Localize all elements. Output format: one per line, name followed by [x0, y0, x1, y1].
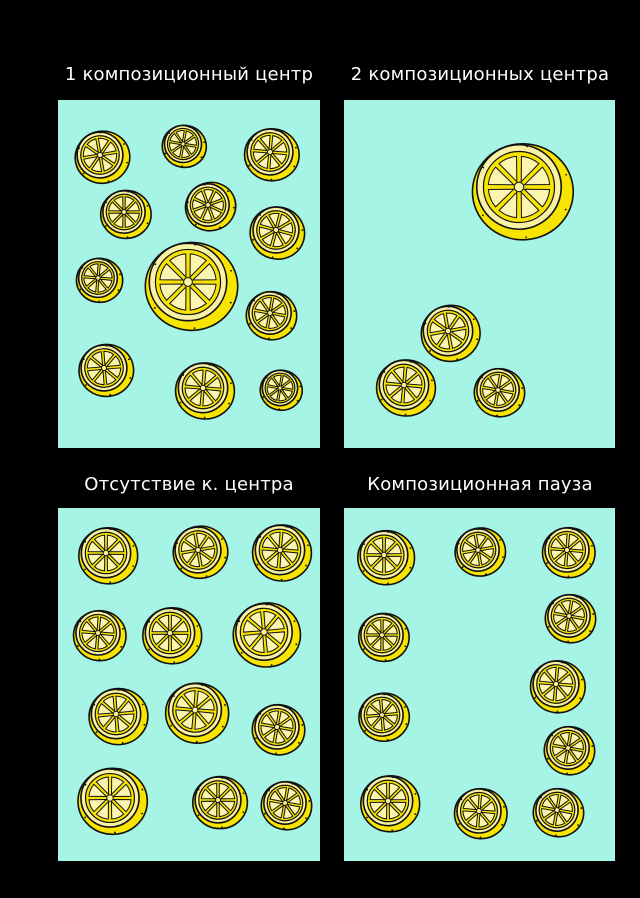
- lemon-slice-icon: [541, 591, 599, 647]
- lemon-slice-icon: [451, 524, 509, 580]
- lemon-slice-icon: [75, 256, 125, 304]
- caption-no-center: Отсутствие к. центра: [58, 474, 320, 495]
- lemon-illustration-two-centers: [344, 100, 615, 448]
- lemon-slice-icon: [242, 288, 300, 344]
- lemon-slice-icon: [77, 342, 136, 399]
- caption-two-centers: 2 композиционных центра: [338, 64, 622, 85]
- lemon-slice-icon: [248, 701, 308, 759]
- lemon-slice-icon: [101, 190, 151, 238]
- lemon-slice-icon: [242, 126, 301, 183]
- lemon-slice-icon: [78, 768, 147, 834]
- lemon-slice-icon: [143, 608, 202, 664]
- lemon-slice-icon: [540, 723, 598, 779]
- lemon-slice-icon: [179, 175, 243, 237]
- lemon-slice-icon: [173, 361, 236, 422]
- lemon-slice-icon: [145, 242, 237, 330]
- lemon-slice-icon: [79, 528, 138, 584]
- lemon-slice-icon: [374, 358, 437, 419]
- caption-composition-pause: Композиционная пауза: [338, 474, 622, 495]
- lemon-slice-icon: [472, 144, 573, 240]
- lemon-slice-icon: [193, 777, 248, 829]
- lemon-slice-icon: [250, 523, 313, 584]
- lemon-slice-icon: [257, 778, 315, 834]
- lemon-slice-icon: [71, 127, 134, 188]
- lemon-slice-icon: [540, 525, 597, 579]
- panel-two-centers: [344, 100, 615, 448]
- lemon-slice-icon: [452, 786, 509, 840]
- panel-composition-pause: [344, 508, 615, 861]
- lemon-illustration-composition-pause: [344, 508, 615, 861]
- lemon-slice-icon: [417, 301, 485, 366]
- lemon-slice-icon: [529, 785, 587, 841]
- lemon-slice-icon: [244, 201, 310, 265]
- caption-one-center: 1 композиционный центр: [58, 64, 320, 85]
- lemon-slice-icon: [257, 367, 305, 414]
- lemon-slice-icon: [159, 122, 210, 171]
- lemon-slice-icon: [528, 658, 587, 715]
- lemon-slice-icon: [71, 608, 128, 662]
- lemon-slice-icon: [169, 522, 232, 583]
- lemon-slice-icon: [358, 531, 415, 585]
- lemon-slice-icon: [87, 686, 150, 747]
- lemon-slice-icon: [357, 691, 411, 743]
- lemon-illustration-no-center: [58, 508, 320, 861]
- lemon-slice-icon: [470, 365, 528, 421]
- panel-no-center: [58, 508, 320, 861]
- lemon-illustration-one-center: [58, 100, 320, 448]
- lemon-slice-icon: [163, 681, 231, 746]
- lemon-slice-icon: [361, 776, 420, 832]
- panel-one-center: [58, 100, 320, 448]
- lemon-slice-icon: [231, 600, 304, 670]
- lemon-slice-icon: [359, 613, 409, 661]
